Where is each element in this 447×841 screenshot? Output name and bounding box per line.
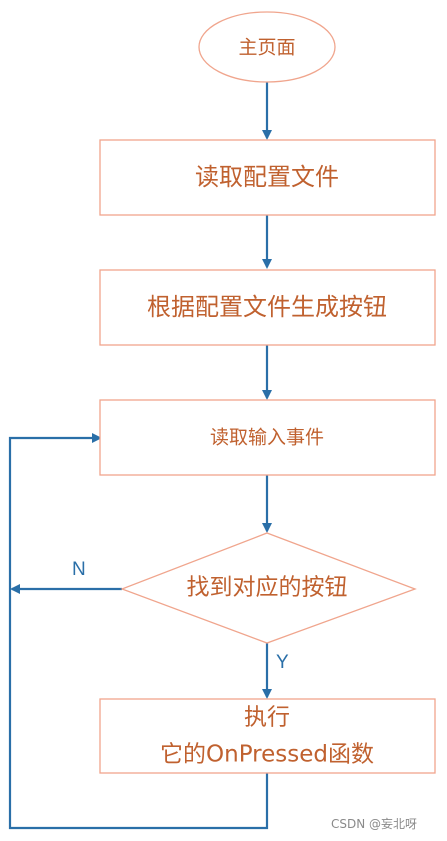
watermark: CSDN @妄北呀 <box>331 816 417 831</box>
execute-node: 执行 它的OnPressed函数 <box>99 698 436 774</box>
read-config-label: 读取配置文件 <box>195 163 339 191</box>
generate-buttons-node: 根据配置文件生成按钮 <box>99 269 436 346</box>
find-button-node: 找到对应的按钮 <box>120 532 417 644</box>
execute-label-line-1: 执行 <box>244 705 290 731</box>
read-input-label: 读取输入事件 <box>210 427 324 449</box>
start-node-label: 主页面 <box>238 37 295 59</box>
start-node: 主页面 <box>198 11 336 83</box>
read-input-node: 读取输入事件 <box>99 399 436 476</box>
read-config-node: 读取配置文件 <box>99 139 436 216</box>
generate-buttons-label: 根据配置文件生成按钮 <box>147 293 387 321</box>
execute-label-line-2: 它的OnPressed函数 <box>160 742 374 768</box>
yes-branch-label: Y <box>276 652 289 673</box>
no-branch-label: N <box>72 559 86 580</box>
arrow-execute-loop-back <box>8 433 269 830</box>
find-button-label: 找到对应的按钮 <box>187 575 348 601</box>
